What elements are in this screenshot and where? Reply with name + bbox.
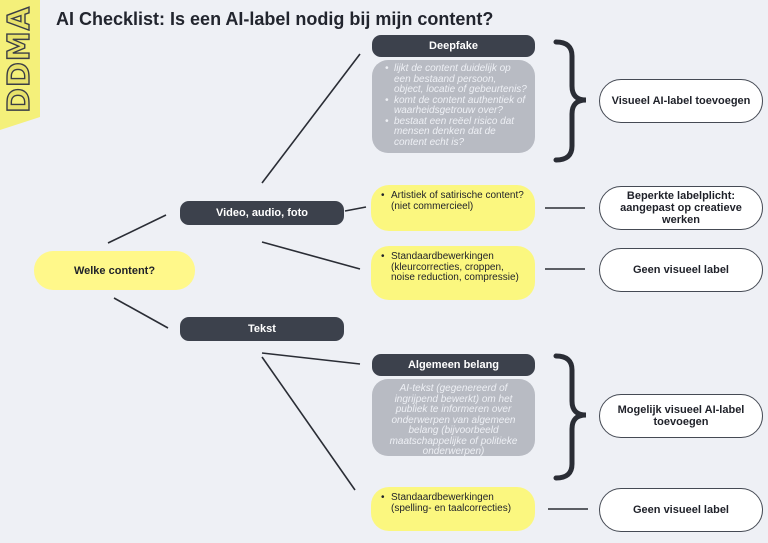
deepfake-item: lijkt de content duidelijk op een bestaa…: [385, 63, 527, 96]
standaard-media-text: Standaardbewerkingen (kleurcorrecties, c…: [381, 251, 525, 284]
algemeen-belang-text: AI-tekst (gegenereerd of ingrijpend bewe…: [389, 383, 518, 457]
algemeen-belang-header-label: Algemeen belang: [407, 359, 500, 371]
outcome-beperkte-labelplicht: Beperkte labelplicht: aangepast op creat…: [599, 186, 763, 230]
root-label: Welke content?: [73, 264, 156, 277]
page-title: AI Checklist: Is een AI-label nodig bij …: [56, 9, 494, 29]
deepfake-header: Deepfake: [372, 35, 535, 57]
algemeen-belang-box: AI-tekst (gegenereerd of ingrijpend bewe…: [372, 379, 535, 457]
outcome-text: Beperkte labelplicht: aangepast op creat…: [620, 190, 742, 226]
branch-video-audio-foto: Video, audio, foto: [180, 201, 344, 225]
ddma-logo: DDMA: [0, 0, 40, 130]
branch-tekst-label: Tekst: [248, 323, 276, 335]
outcome-text: Mogelijk visueel AI-label toevoegen: [617, 404, 745, 428]
outcome-geen-label-tekst: Geen visueel label: [599, 488, 763, 532]
deepfake-header-label: Deepfake: [429, 40, 478, 52]
outcome-visueel-label: Visueel AI-label toevoegen: [599, 79, 763, 123]
artistiek-text: Artistiek of satirische content? (niet c…: [381, 190, 525, 212]
deepfake-item: komt de content authentiek of waarheidsg…: [385, 95, 527, 117]
artistiek-box: Artistiek of satirische content? (niet c…: [371, 185, 535, 231]
standaard-tekst-box: Standaardbewerkingen (spelling- en taalc…: [371, 487, 535, 531]
deepfake-criteria-box: lijkt de content duidelijk op een bestaa…: [372, 60, 535, 153]
standaard-media-box: Standaardbewerkingen (kleurcorrecties, c…: [371, 246, 535, 300]
outcome-mogelijk-label: Mogelijk visueel AI-label toevoegen: [599, 394, 763, 438]
outcome-text: Geen visueel label: [633, 504, 729, 516]
outcome-text: Geen visueel label: [633, 264, 729, 276]
branch-video-label: Video, audio, foto: [215, 207, 309, 219]
algemeen-belang-header: Algemeen belang: [372, 354, 535, 376]
outcome-text: Visueel AI-label toevoegen: [611, 95, 751, 107]
branch-tekst: Tekst: [180, 317, 344, 341]
deepfake-item: bestaat een reëel risico dat mensen denk…: [385, 116, 527, 149]
standaard-tekst-text: Standaardbewerkingen (spelling- en taalc…: [381, 492, 525, 514]
outcome-geen-label-media: Geen visueel label: [599, 248, 763, 292]
root-node: Welke content?: [34, 251, 195, 290]
